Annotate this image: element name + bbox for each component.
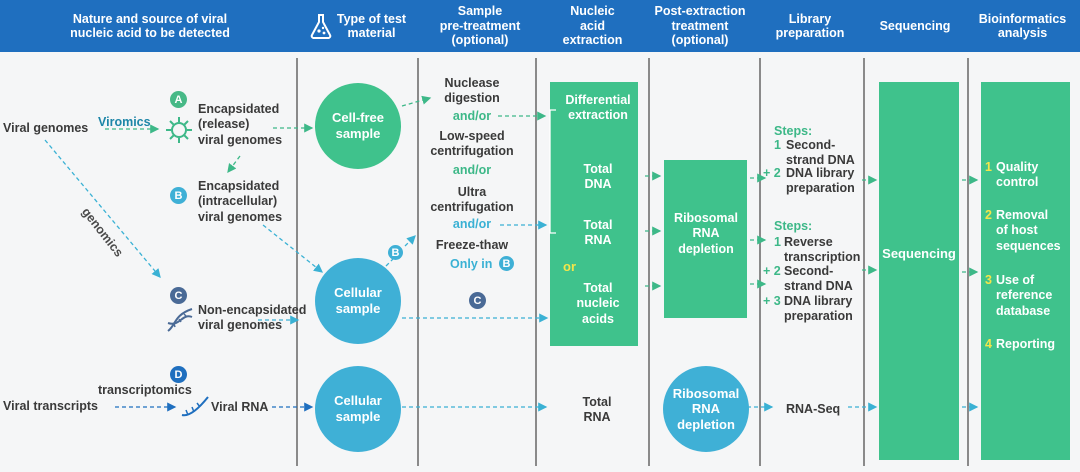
bio-num-3: 3 (985, 273, 992, 287)
ribosomal-depletion-1: Ribosomal RNA depletion (674, 211, 738, 256)
flask-icon (310, 14, 332, 39)
encapsidated-release-label: Encapsidated (release) viral genomes (198, 102, 283, 147)
header-col-material: Type of test material (300, 0, 415, 52)
extraction-box (550, 82, 638, 346)
post-extraction-box (664, 160, 747, 318)
total-dna: Total DNA (583, 162, 613, 192)
step-text-2-3: DNA library preparation (784, 294, 853, 324)
virus-icon (166, 117, 192, 143)
non-encapsidated-label: Non-encapsidated viral genomes (198, 303, 307, 333)
step-text-1-1: Second- strand DNA (786, 138, 855, 168)
step-num-2-3: + 3 (763, 294, 781, 308)
ribosomal-depletion-2: Ribosomal RNA depletion (663, 366, 749, 452)
badge-a: A (170, 91, 187, 108)
header-col-pretreatment: Sample pre-treatment (optional) (439, 4, 521, 48)
only-in-label: Only in (450, 257, 493, 271)
badge-b-only: B (499, 256, 514, 271)
badge-b: B (170, 187, 187, 204)
column-divider (296, 58, 298, 466)
sequencing-box (879, 82, 959, 460)
badge-d: D (170, 366, 187, 383)
andor-3: and/or (452, 217, 492, 231)
bio-text-1: Quality control (996, 160, 1039, 190)
badge-c: C (170, 287, 187, 304)
nuclease-digestion: Nuclease digestion (444, 76, 500, 106)
bio-text-3: Use of reference database (996, 273, 1053, 318)
total-rna-bottom: Total RNA (582, 395, 612, 425)
column-divider (967, 58, 969, 466)
viral-rna-label: Viral RNA (211, 400, 269, 414)
dna-icon (167, 308, 193, 332)
total-nucleic-acids: Total nucleic acids (576, 281, 620, 326)
column-divider (417, 58, 419, 466)
freeze-thaw: Freeze-thaw (435, 238, 509, 252)
column-divider (863, 58, 865, 466)
column-divider (535, 58, 537, 466)
viromics-label: Viromics (98, 115, 151, 129)
rna-icon (181, 396, 209, 417)
steps-label-2: Steps: (774, 219, 813, 233)
step-text-2-2: Second- strand DNA (784, 264, 853, 294)
cellular-sample-2: Cellular sample (315, 366, 401, 452)
bioinformatics-box (981, 82, 1070, 460)
header-col-extraction: Nucleic acid extraction (562, 4, 623, 48)
ultra-centrifugation: Ultra centrifugation (430, 185, 514, 215)
transcriptomics-label: transcriptomics (98, 383, 192, 397)
total-rna: Total RNA (583, 218, 613, 248)
bio-text-4: Reporting (996, 337, 1056, 351)
andor-2: and/or (452, 163, 492, 177)
viral-genomes-label: Viral genomes (3, 121, 89, 135)
header-col-sequencing: Sequencing (879, 18, 951, 33)
header-col-source: Nature and source of viral nucleic acid … (70, 11, 230, 40)
encapsidated-intracellular-label: Encapsidated (intracellular) viral genom… (198, 179, 283, 224)
viral-transcripts-label: Viral transcripts (3, 399, 98, 413)
or-label: or (563, 259, 576, 274)
step-num-2-2: + 2 (763, 264, 781, 278)
differential-extraction: Differential extraction (565, 93, 631, 123)
bio-text-2: Removal of host sequences (996, 208, 1061, 253)
step-num-2-1: 1 (774, 235, 781, 249)
low-speed-centrifugation: Low-speed centrifugation (430, 129, 514, 159)
header-col-bioinformatics: Bioinformatics analysis (978, 11, 1067, 40)
bio-num-1: 1 (985, 160, 992, 174)
header-material-label: Type of test material (336, 11, 407, 40)
step-text-1-2: DNA library preparation (786, 166, 855, 196)
cell-free-sample: Cell-free sample (315, 83, 401, 169)
header-bar: Nature and source of viral nucleic acid … (0, 0, 1080, 52)
rna-seq-label: RNA-Seq (786, 402, 841, 416)
header-col-library: Library preparation (775, 11, 845, 40)
sequencing-label: Sequencing (882, 246, 956, 261)
steps-label-1: Steps: (774, 124, 813, 138)
column-divider (648, 58, 650, 466)
andor-1: and/or (452, 109, 492, 123)
badge-c-path: C (469, 292, 486, 309)
step-text-2-1: Reverse transcription (784, 235, 861, 265)
step-num-1-1: 1 (774, 138, 781, 152)
column-divider (759, 58, 761, 466)
bio-num-2: 2 (985, 208, 992, 222)
badge-b-freeze: B (388, 245, 403, 260)
header-col-post: Post-extraction treatment (optional) (654, 4, 746, 48)
bio-num-4: 4 (985, 337, 992, 351)
step-num-1-2: + 2 (763, 166, 781, 180)
cellular-sample-1: Cellular sample (315, 258, 401, 344)
